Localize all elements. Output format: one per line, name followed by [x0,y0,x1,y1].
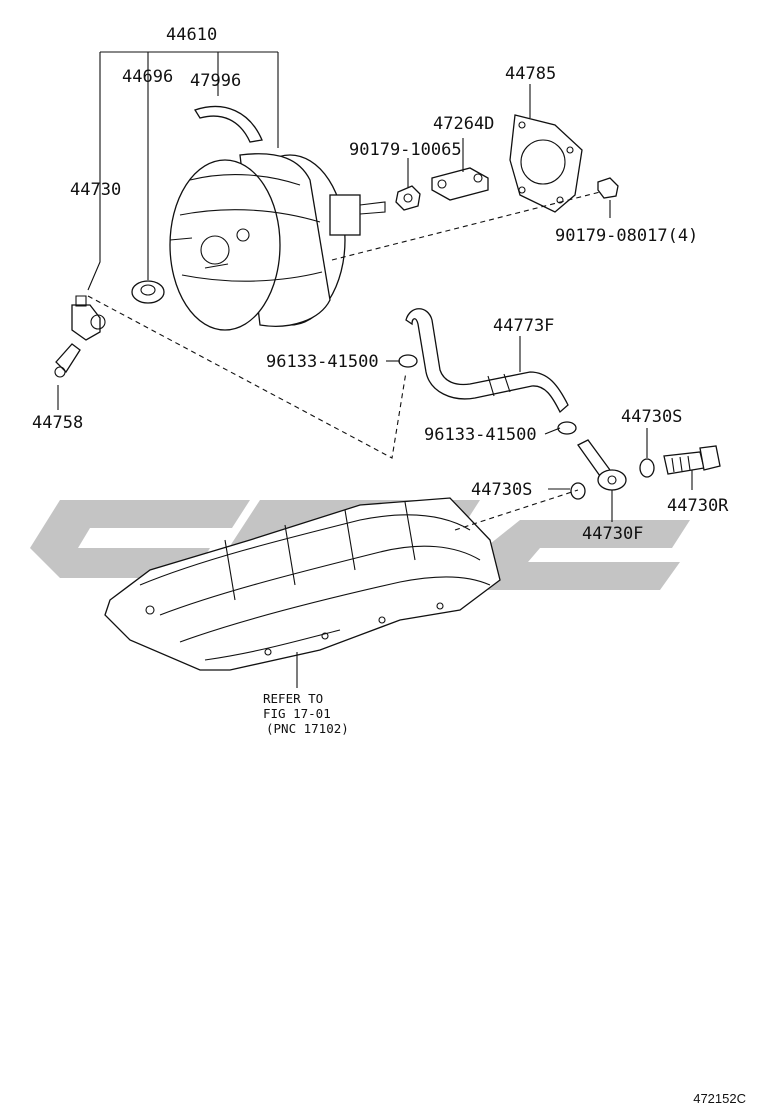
check-valve-44730 [71,295,106,341]
part-label-44730r[interactable]: 44730R [667,496,729,516]
bolt-44730r [663,445,721,475]
brake-booster [169,153,386,331]
diagram-id: 472152C [693,1091,746,1106]
vacuum-hose-44773f [405,308,569,414]
grommet-44696 [131,280,165,304]
part-label-44730s-lower[interactable]: 44730S [471,480,532,500]
union-fitting-44730f [577,439,627,491]
part-label-44758[interactable]: 44758 [32,413,83,433]
gasket-plate-44785 [509,114,583,213]
gasket-arc-47996 [194,105,263,143]
washer-44730s-a [639,458,655,478]
part-label-96133-41500-upper[interactable]: 96133-41500 [266,352,379,372]
clevis-47264d [431,167,489,201]
hose-clamp-96133-a [398,354,418,368]
part-label-44730s-upper[interactable]: 44730S [621,407,682,427]
refer-note-line1: REFER TO [263,691,323,706]
refer-note-line2: FIG 17-01 [263,706,331,721]
washer-44730s-b [570,482,586,500]
refer-note-line3: (PNC 17102) [266,721,349,736]
part-label-47996[interactable]: 47996 [190,71,241,91]
nut-90179-08017 [597,177,619,199]
part-label-47264d[interactable]: 47264D [433,114,494,134]
bracket-44758 [54,343,81,378]
hose-clamp-96133-b [557,421,577,435]
nut-90179-10065 [395,185,421,211]
part-label-90179-08017[interactable]: 90179-08017(4) [555,226,698,246]
part-label-44785[interactable]: 44785 [505,64,556,84]
part-label-90179-10065[interactable]: 90179-10065 [349,140,462,160]
leader-lines [57,51,693,688]
part-label-96133-41500-lower[interactable]: 96133-41500 [424,425,537,445]
intake-manifold [104,497,501,671]
part-label-44610[interactable]: 44610 [166,25,217,45]
part-label-44730[interactable]: 44730 [70,180,121,200]
dashed-assembly-lines [87,191,601,531]
part-label-44773f[interactable]: 44773F [493,316,554,336]
refer-note[interactable]: REFER TO FIG 17-01 (PNC 17102) [263,691,349,736]
part-label-44696[interactable]: 44696 [122,67,173,87]
part-label-44730f[interactable]: 44730F [582,524,643,544]
